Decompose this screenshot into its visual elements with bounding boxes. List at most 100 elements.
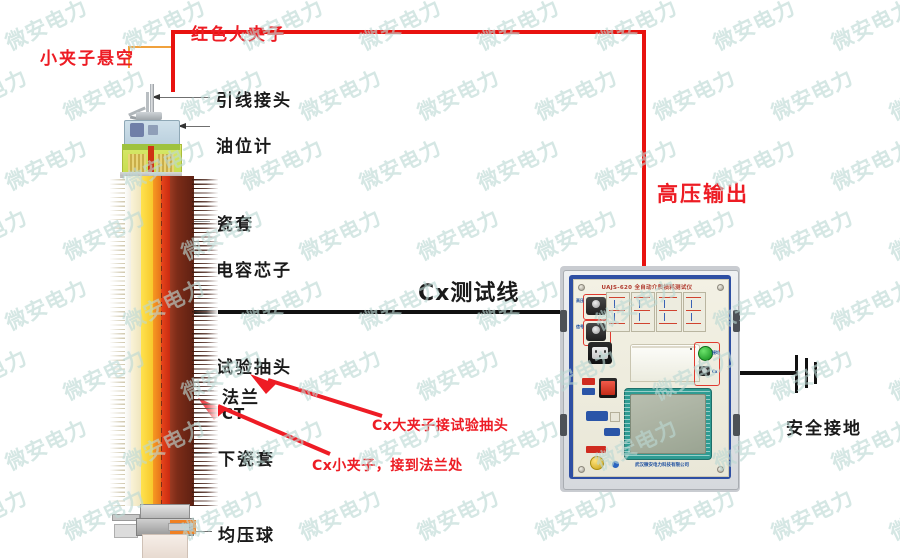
test-tap-body xyxy=(168,523,190,531)
label-safety-ground: 安全接地 xyxy=(786,419,862,439)
oil-gauge-coil-right xyxy=(156,154,174,172)
watermark-text: 微安电力 xyxy=(413,65,504,126)
label-test-tap: 试验抽头 xyxy=(216,358,292,378)
watermark-text: 微安电力 xyxy=(472,551,564,558)
leader-lead-terminal xyxy=(152,97,210,98)
ground-terminal[interactable] xyxy=(698,346,713,361)
bushing-top-rod xyxy=(150,84,154,128)
panel-screw-bottom-right xyxy=(717,466,724,473)
cx-terminal[interactable] xyxy=(699,366,710,376)
panel-screw-top-right xyxy=(717,284,724,291)
watermark-text: 微安电力 xyxy=(649,205,740,266)
watermark-text: 微安电力 xyxy=(355,0,446,56)
watermark-text: 微安电力 xyxy=(709,0,800,56)
watermark-text: 微安电力 xyxy=(531,65,622,126)
label-porcelain-bushing: 瓷套 xyxy=(216,215,254,235)
diagram-cell xyxy=(656,292,682,332)
label-flange: 法兰 xyxy=(222,388,260,408)
oil-gauge-base-cap xyxy=(120,172,182,178)
core-layer-cream xyxy=(131,176,141,506)
instrument-hinge-right-bottom xyxy=(733,414,740,436)
watermark-text: 微安电力 xyxy=(473,135,564,196)
diagram-wire xyxy=(686,297,701,298)
oil-gauge-center-rod xyxy=(148,146,154,174)
label-lead-terminal: 引线接头 xyxy=(216,91,292,111)
watermark-text: 微安电力 xyxy=(885,205,900,266)
brand-logo-icon xyxy=(612,461,619,468)
bushing-top-cap xyxy=(136,112,162,120)
instrument-hinge-left-bottom xyxy=(560,414,567,436)
thermal-printer[interactable] xyxy=(630,344,700,382)
watermark-text: 微安电力 xyxy=(767,65,858,126)
jack-label-signal: 信号 xyxy=(576,324,584,329)
diagram-wire xyxy=(609,297,625,298)
diagram-wire xyxy=(686,323,701,324)
hv-line-horizontal-top xyxy=(171,30,646,34)
watermark-text: 微安电力 xyxy=(531,205,622,266)
hv-output-jack[interactable] xyxy=(586,297,606,315)
print-label-tag xyxy=(604,428,620,436)
leader-oil-gauge xyxy=(178,126,210,127)
diagram-wire xyxy=(634,323,650,324)
ground-bar-2 xyxy=(805,358,808,388)
watermark-text: 微安电力 xyxy=(649,65,740,126)
instrument-hinge-right-top xyxy=(733,310,740,332)
cx-lead-segment-top xyxy=(177,310,585,314)
watermark-text: 微安电力 xyxy=(0,205,32,266)
instrument-model-title: UAJS-620 全自动介质损耗测试仪 xyxy=(601,285,693,291)
diagram-wire xyxy=(609,310,625,311)
watermark-text: 微安电力 xyxy=(827,275,900,336)
terminal-group-box xyxy=(694,342,720,386)
watermark-text: 微安电力 xyxy=(413,205,504,266)
usb-port[interactable] xyxy=(610,412,620,422)
watermark-text: 微安电力 xyxy=(827,135,900,196)
watermark-text: 微安电力 xyxy=(885,345,900,406)
diagram-wire xyxy=(609,323,625,324)
watermark-text: 微安电力 xyxy=(1,135,92,196)
label-capacitor-core: 电容芯子 xyxy=(216,261,292,281)
test-tap-lead-bottom xyxy=(170,531,196,534)
porcelain-body xyxy=(170,176,194,506)
bushing-head-insert-b xyxy=(148,125,158,135)
annotation-small-clamp-floating: 小夹子悬空 xyxy=(40,49,135,69)
flange-side-arm xyxy=(112,514,140,521)
diagram-wire-blue xyxy=(691,313,692,321)
bushing-head-insert-a xyxy=(130,123,144,137)
small-clamp-floating-line-h xyxy=(128,46,174,48)
lcd-display[interactable] xyxy=(630,394,706,454)
diagram-wire xyxy=(659,323,677,324)
diagram-wire-blue xyxy=(691,300,692,308)
usb-label-tag xyxy=(586,411,608,421)
terminal-label-cx: Cx xyxy=(712,369,718,374)
watermark-text: 微安电力 xyxy=(0,551,92,558)
label-equalizing-ball: 均压球 xyxy=(218,526,275,546)
watermark-text: 微安电力 xyxy=(1,275,92,336)
diagram-wire xyxy=(634,297,650,298)
core-center-dashes xyxy=(161,176,162,506)
terminal-label-ground: 接地 xyxy=(712,350,720,355)
current-transformer-band xyxy=(142,534,188,558)
hv-line-vertical-left xyxy=(171,30,175,92)
red-arrow-to-test-tap xyxy=(250,374,383,418)
flange-side-block xyxy=(114,524,138,538)
porcelain-fins-left-mask xyxy=(110,176,125,506)
annotation-cx-small-clamp: Cx小夹子，接到法兰处 xyxy=(312,458,463,474)
watermark-text: 微安电力 xyxy=(355,135,446,196)
fuse-label-tag xyxy=(582,378,595,385)
diagram-wire xyxy=(686,310,701,311)
label-lower-porcelain: 下瓷套 xyxy=(218,450,275,470)
annotation-cx-big-clamp: Cx大夹子接试验抽头 xyxy=(372,418,509,434)
printer-indicator xyxy=(690,348,692,350)
signal-jack[interactable] xyxy=(586,323,606,341)
emergency-stop-button[interactable] xyxy=(590,456,604,470)
watermark-text: 微安电力 xyxy=(826,551,900,558)
power-socket-pin xyxy=(604,350,606,353)
watermark-text: 微安电力 xyxy=(413,345,504,406)
diagram-wire-blue xyxy=(639,300,640,308)
porcelain-fins-right-mask xyxy=(192,176,218,506)
dielectric-loss-tester[interactable]: UAJS-620 全自动介质损耗测试仪 高压 信号 xyxy=(560,266,740,492)
ground-lead xyxy=(700,371,797,375)
diagram-wire-blue xyxy=(664,313,665,321)
core-layer-orange xyxy=(153,176,161,506)
